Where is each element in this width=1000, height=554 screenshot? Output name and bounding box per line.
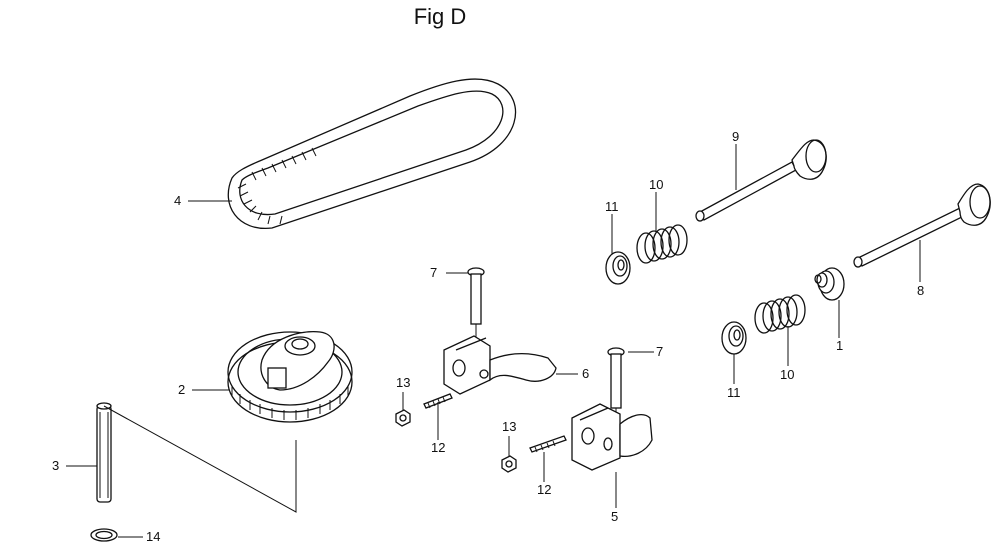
callout-2: 2: [178, 382, 186, 397]
callout-1: 1: [836, 338, 844, 353]
callout-13-upper: 13: [396, 375, 411, 390]
callout-11-upper: 11: [605, 199, 619, 214]
callout-10-upper: 10: [649, 177, 664, 192]
callout-10-lower: 10: [780, 367, 795, 382]
callout-14: 14: [146, 529, 161, 544]
tappet-adjusting-screw-upper: [423, 393, 453, 409]
valve-spring-retainer-upper: [605, 251, 631, 285]
valve-stem-seal: [814, 267, 845, 301]
rocker-arm-exhaust: [571, 403, 653, 471]
callout-4: 4: [174, 193, 182, 208]
timing-belt: [227, 78, 517, 229]
callout-3: 3: [52, 458, 60, 473]
callout-12-upper: 12: [431, 440, 446, 455]
callout-9: 9: [732, 129, 740, 144]
valve-spring-retainer-lower: [721, 321, 747, 355]
valve-spring-lower: [754, 294, 806, 334]
rocker-arm-intake: [443, 335, 557, 395]
o-ring: [90, 528, 118, 542]
figure-title: Fig D: [413, 4, 467, 29]
callout-7-upper: 7: [430, 265, 438, 280]
intake-valve: [695, 139, 827, 222]
callout-11-lower: 11: [727, 385, 741, 400]
callout-13-lower: 13: [502, 419, 517, 434]
tappet-adjusting-nut-upper: [395, 409, 411, 427]
callout-7-lower: 7: [656, 344, 664, 359]
callout-8: 8: [917, 283, 925, 298]
rocker-arm-shaft-upper: [467, 267, 485, 338]
tappet-adjusting-screw-lower: [529, 435, 567, 453]
camshaft-pin: [96, 402, 112, 503]
exhaust-valve: [853, 183, 991, 268]
callout-6: 6: [582, 366, 590, 381]
tappet-adjusting-nut-lower: [501, 455, 517, 473]
callout-12-lower: 12: [537, 482, 552, 497]
valve-spring-upper: [636, 224, 688, 264]
camshaft-pulley: [227, 331, 353, 423]
callout-5: 5: [611, 509, 619, 524]
leader-lines: [66, 144, 921, 538]
